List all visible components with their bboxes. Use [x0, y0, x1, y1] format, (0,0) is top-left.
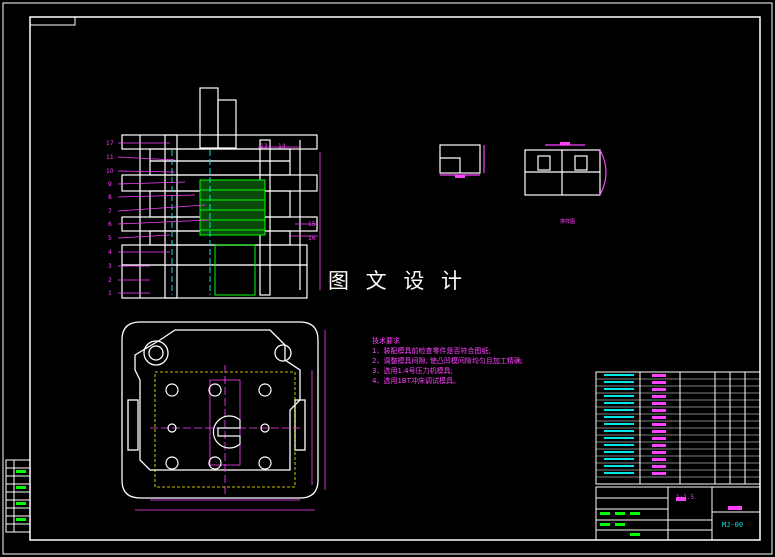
side-code-strip: [5, 459, 31, 533]
parts-list-code-marker: [604, 472, 634, 474]
part-view-1: [439, 144, 485, 178]
parts-list-code-marker: [604, 374, 634, 376]
parts-list-code-marker: [604, 437, 634, 439]
plan-holes: [165, 383, 272, 470]
callout-17: 17: [106, 140, 114, 147]
parts-list-code-marker: [604, 423, 634, 425]
parts-list-name-marker: [652, 395, 666, 398]
parts-list-name-marker: [652, 374, 666, 377]
callout-1: 1: [108, 290, 112, 297]
leader-lines: [117, 142, 321, 294]
callout-10: 10: [106, 168, 114, 175]
callout-2: 2: [108, 277, 112, 284]
plan-inner: [135, 330, 326, 511]
callout-6: 6: [108, 221, 112, 228]
parts-list-code-marker: [604, 444, 634, 446]
callout-4: 4: [108, 249, 112, 256]
title-block-scale: 1:1.5: [676, 494, 695, 501]
parts-list-code-marker: [604, 451, 634, 453]
parts-list-code-marker: [604, 388, 634, 390]
callout-15: 15: [308, 221, 316, 228]
parts-list-code-marker: [604, 430, 634, 432]
parts-list-name-marker: [652, 381, 666, 384]
note-4: 4、选用1BT冲床调试模具。: [372, 377, 460, 385]
callout-11: 11: [106, 154, 114, 161]
note-3: 3、选用1.4号压力机模具;: [372, 367, 453, 375]
parts-list-code-marker: [604, 409, 634, 411]
technical-requirements: 技术要求 1、装配模具前检查零件是否符合图纸; 2、调整模具间隙, 使凸凹模间隙…: [372, 336, 523, 386]
parts-list-code-marker: [604, 395, 634, 397]
die-hatching: [171, 150, 266, 296]
title-block: [595, 486, 761, 541]
part-view-2: [524, 142, 607, 196]
parts-list-code-marker: [604, 402, 634, 404]
parts-list-name-marker: [652, 388, 666, 391]
note-1: 1、装配模具前检查零件是否符合图纸;: [372, 347, 491, 355]
title-block-drawing-code: MJ-00: [722, 521, 744, 529]
parts-list-name-marker: [652, 416, 666, 419]
parts-list-name-marker: [652, 430, 666, 433]
parts-list-name-marker: [652, 465, 666, 468]
callout-13: 13: [260, 143, 268, 150]
callout-16: 16: [308, 235, 316, 242]
corner-tab: [29, 16, 76, 26]
parts-list-name-marker: [652, 402, 666, 405]
part-view-label: 排样图: [560, 219, 576, 225]
watermark-text: 图 文 设 计: [328, 269, 468, 293]
parts-list-code-marker: [604, 416, 634, 418]
parts-list-name-marker: [652, 423, 666, 426]
callout-14: 14: [278, 143, 286, 150]
parts-list-code-marker: [604, 381, 634, 383]
callout-7: 7: [108, 208, 112, 215]
parts-list-code-marker: [604, 465, 634, 467]
parts-list-name-marker: [652, 458, 666, 461]
parts-list-name-marker: [652, 472, 666, 475]
parts-list-rows: [596, 374, 760, 478]
note-2: 2、调整模具间隙, 使凸凹模间隙均匀且加工精确;: [372, 357, 524, 365]
callout-5: 5: [108, 235, 112, 242]
parts-list-name-marker: [652, 409, 666, 412]
callout-8: 8: [108, 194, 112, 201]
parts-list-name-marker: [652, 444, 666, 447]
callout-9: 9: [108, 181, 112, 188]
plan-view: [121, 321, 319, 499]
inner-border: [29, 16, 761, 541]
notes-title: 技术要求: [372, 337, 400, 345]
callout-numbers: 17 11 10 9 8 7 6 5 4 3 2 1 13 14 15 16: [106, 140, 316, 297]
parts-list-name-marker: [652, 451, 666, 454]
callout-3: 3: [108, 263, 112, 270]
parts-list-code-marker: [604, 458, 634, 460]
parts-list-name-marker: [652, 437, 666, 440]
